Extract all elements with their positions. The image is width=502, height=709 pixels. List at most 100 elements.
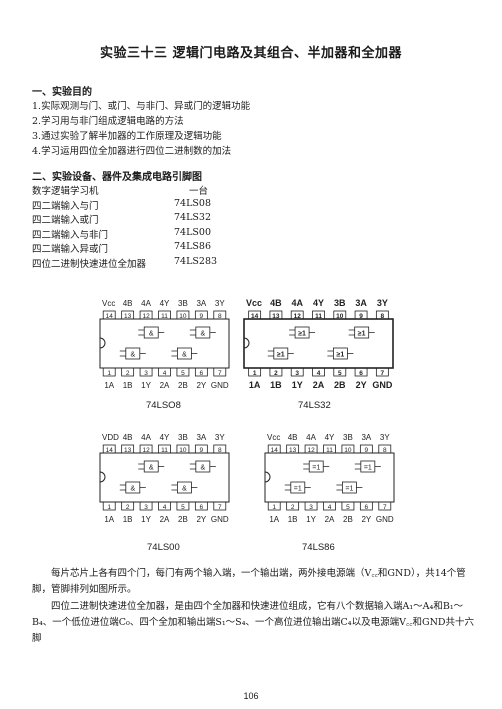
top-pin-label: 4Y: [160, 299, 170, 308]
pin-number: 1: [107, 504, 111, 511]
logic-gate: [177, 347, 192, 360]
pin-number: 4: [328, 504, 332, 511]
gate-symbol: &: [182, 486, 187, 493]
vcc-label: Vcc: [102, 299, 115, 308]
gate-symbol: ≥1: [358, 331, 366, 338]
pin-number: 8: [383, 447, 387, 454]
gate-wire: [119, 484, 146, 491]
equipment-name: 四二端输入与非门: [32, 229, 109, 241]
pin-number: 12: [294, 313, 302, 320]
chip-caption: 74LS00: [147, 542, 180, 553]
pin-number: 11: [161, 447, 168, 454]
pin-number: 5: [181, 504, 185, 511]
vcc-label: Vcc: [246, 298, 262, 308]
bottom-pin-label: 2Y: [196, 381, 206, 390]
pin-number: 14: [106, 447, 114, 454]
page-number: 106: [243, 691, 259, 701]
pin-number: 7: [218, 370, 222, 377]
equipment-model: 一台: [189, 186, 209, 197]
objective-item: 2.学习用与非门组成逻辑电路的方法: [32, 116, 184, 127]
equipment-model: 74LS86: [174, 241, 211, 252]
pin-number: 3: [144, 370, 148, 377]
chip-notch: [99, 337, 106, 349]
pin-number: 14: [106, 313, 114, 320]
pin-number: 8: [381, 313, 385, 320]
top-pin-label: 4Y: [160, 433, 170, 442]
vcc-label: VDD: [102, 433, 119, 442]
bottom-pin-label: 1A: [249, 380, 261, 390]
gate-wire: [284, 484, 311, 491]
pin-number: 9: [359, 313, 363, 320]
pin-number: 6: [359, 370, 363, 377]
bottom-pin-label: 2Y: [361, 515, 371, 524]
gate-wire: [289, 329, 316, 336]
pin-number: 12: [307, 447, 315, 454]
bottom-pin-label: 2Y: [196, 515, 206, 524]
pin-number: 12: [142, 447, 150, 454]
top-pin-label: 4B: [123, 433, 133, 442]
bottom-pin-label: 1Y: [306, 515, 316, 524]
chip-body: [264, 452, 395, 503]
gate-symbol: &: [130, 352, 135, 359]
equipment-name: 四位二进制快速进位全加器: [32, 258, 147, 270]
top-pin-label: 4B: [123, 299, 133, 308]
pin-number: 1: [272, 504, 276, 511]
pin-number: 3: [295, 370, 299, 377]
pin-number: 11: [315, 313, 322, 320]
logic-gate: [290, 481, 306, 494]
pin-number: 13: [272, 313, 280, 320]
bottom-pin-label: 2A: [160, 515, 170, 524]
gate-wire: [189, 329, 216, 336]
pin-number: 1: [107, 370, 111, 377]
bottom-pin-label: 2B: [334, 380, 346, 390]
bottom-pin-label: 2B: [178, 381, 188, 390]
pin-number: 3: [309, 504, 313, 511]
pin-number: 6: [200, 504, 204, 511]
pin-number: 2: [291, 504, 295, 511]
logic-gate: [294, 326, 310, 339]
top-pin-label: 4Y: [313, 298, 324, 308]
bottom-pin-label: GND: [211, 381, 229, 390]
chip-caption: 74LS86: [302, 542, 335, 553]
equipment-model: 74LS00: [174, 226, 211, 238]
chip-body: [243, 318, 394, 369]
pin-number: 6: [365, 504, 369, 511]
pin-number: 4: [317, 370, 321, 377]
objective-item: 1.实际观测与门、或门、与非门、异或门的逻辑功能: [32, 101, 251, 112]
top-pin-label: 3Y: [380, 433, 390, 442]
gate-symbol: &: [182, 352, 187, 359]
gate-wire: [138, 329, 165, 336]
chip-caption: 74LS32: [298, 400, 331, 411]
pin-number: 13: [289, 447, 297, 454]
top-pin-label: 3A: [355, 298, 367, 308]
gate-wire: [189, 463, 216, 470]
equipment-name: 四二端输入或门: [32, 215, 99, 226]
gate-symbol: ≥1: [337, 352, 345, 359]
gate-wire: [336, 484, 363, 491]
pin-number: 2: [126, 504, 130, 511]
chip-notch: [243, 337, 250, 349]
logic-gate: [342, 481, 357, 494]
top-pin-label: 3Y: [377, 298, 388, 308]
pin-number: 10: [336, 313, 344, 320]
vcc-label: Vcc: [267, 433, 280, 442]
top-pin-label: 4B: [270, 298, 282, 308]
bottom-pin-label: 2B: [178, 515, 188, 524]
pin-number: 2: [126, 370, 130, 377]
gate-symbol: =1: [364, 465, 372, 472]
pin-number: 13: [124, 447, 132, 454]
equipment-model: 74LS08: [174, 197, 211, 209]
top-pin-label: 3Y: [215, 299, 225, 308]
pin-number: 9: [200, 447, 204, 454]
gate-wire: [171, 350, 198, 357]
gate-symbol: ≥1: [298, 331, 306, 338]
bottom-pin-label: GND: [376, 515, 394, 524]
bottom-pin-label: 1Y: [141, 515, 151, 524]
pin-number: 10: [344, 447, 352, 454]
top-pin-label: 3Y: [215, 433, 225, 442]
